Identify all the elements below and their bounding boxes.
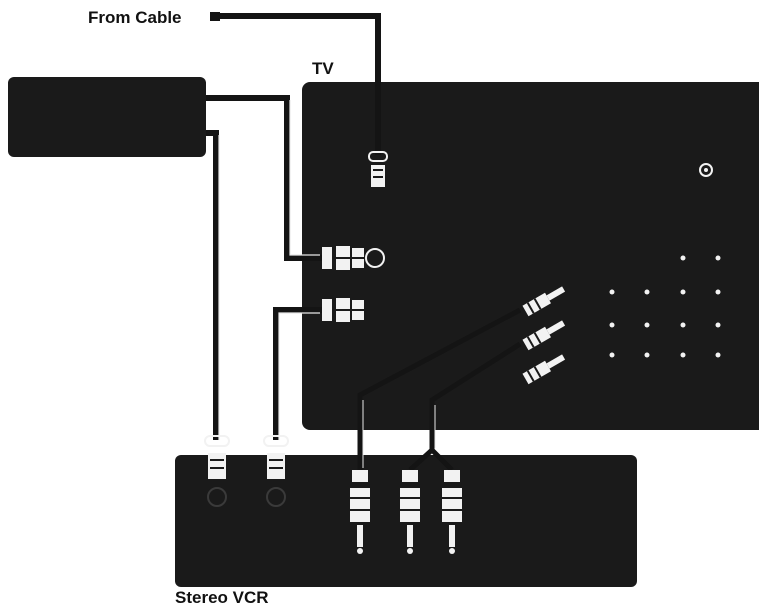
tv-top-jack — [699, 163, 713, 177]
tv-rf-input-2 — [322, 298, 364, 322]
stereo-vcr-label: Stereo VCR — [175, 588, 269, 607]
rca-cable-highlights — [362, 400, 436, 468]
tv-rf-input-1 — [322, 246, 385, 270]
vcr-rf-connector-2 — [263, 435, 289, 507]
tv-rear-panel — [302, 82, 759, 430]
vcr-rca-plug-1 — [350, 470, 370, 554]
tv-rca-plug-1 — [522, 286, 566, 317]
tv-rca-plug-3 — [522, 354, 566, 385]
cable-feed-line — [210, 13, 381, 155]
tv-rca-plug-2 — [522, 320, 566, 351]
vcr-rf-connector-1 — [204, 435, 230, 507]
vcr-to-tv-cable — [273, 307, 330, 440]
tv-antenna-connector — [368, 151, 388, 187]
from-cable-label: From Cable — [88, 8, 182, 27]
tv-label: TV — [312, 59, 334, 78]
rca-cables-tv-to-vcr — [357, 307, 522, 472]
cable-feed-end — [210, 12, 220, 21]
tv-jack-dots — [609, 255, 721, 358]
cable-highlights — [218, 100, 320, 440]
cable-box-to-vcr-cable — [206, 130, 219, 440]
vcr-rca-plug-2 — [400, 470, 420, 554]
vcr-rca-plug-3 — [442, 470, 462, 554]
cable-box — [8, 77, 206, 157]
cable-box-to-tv-cable — [206, 95, 330, 261]
